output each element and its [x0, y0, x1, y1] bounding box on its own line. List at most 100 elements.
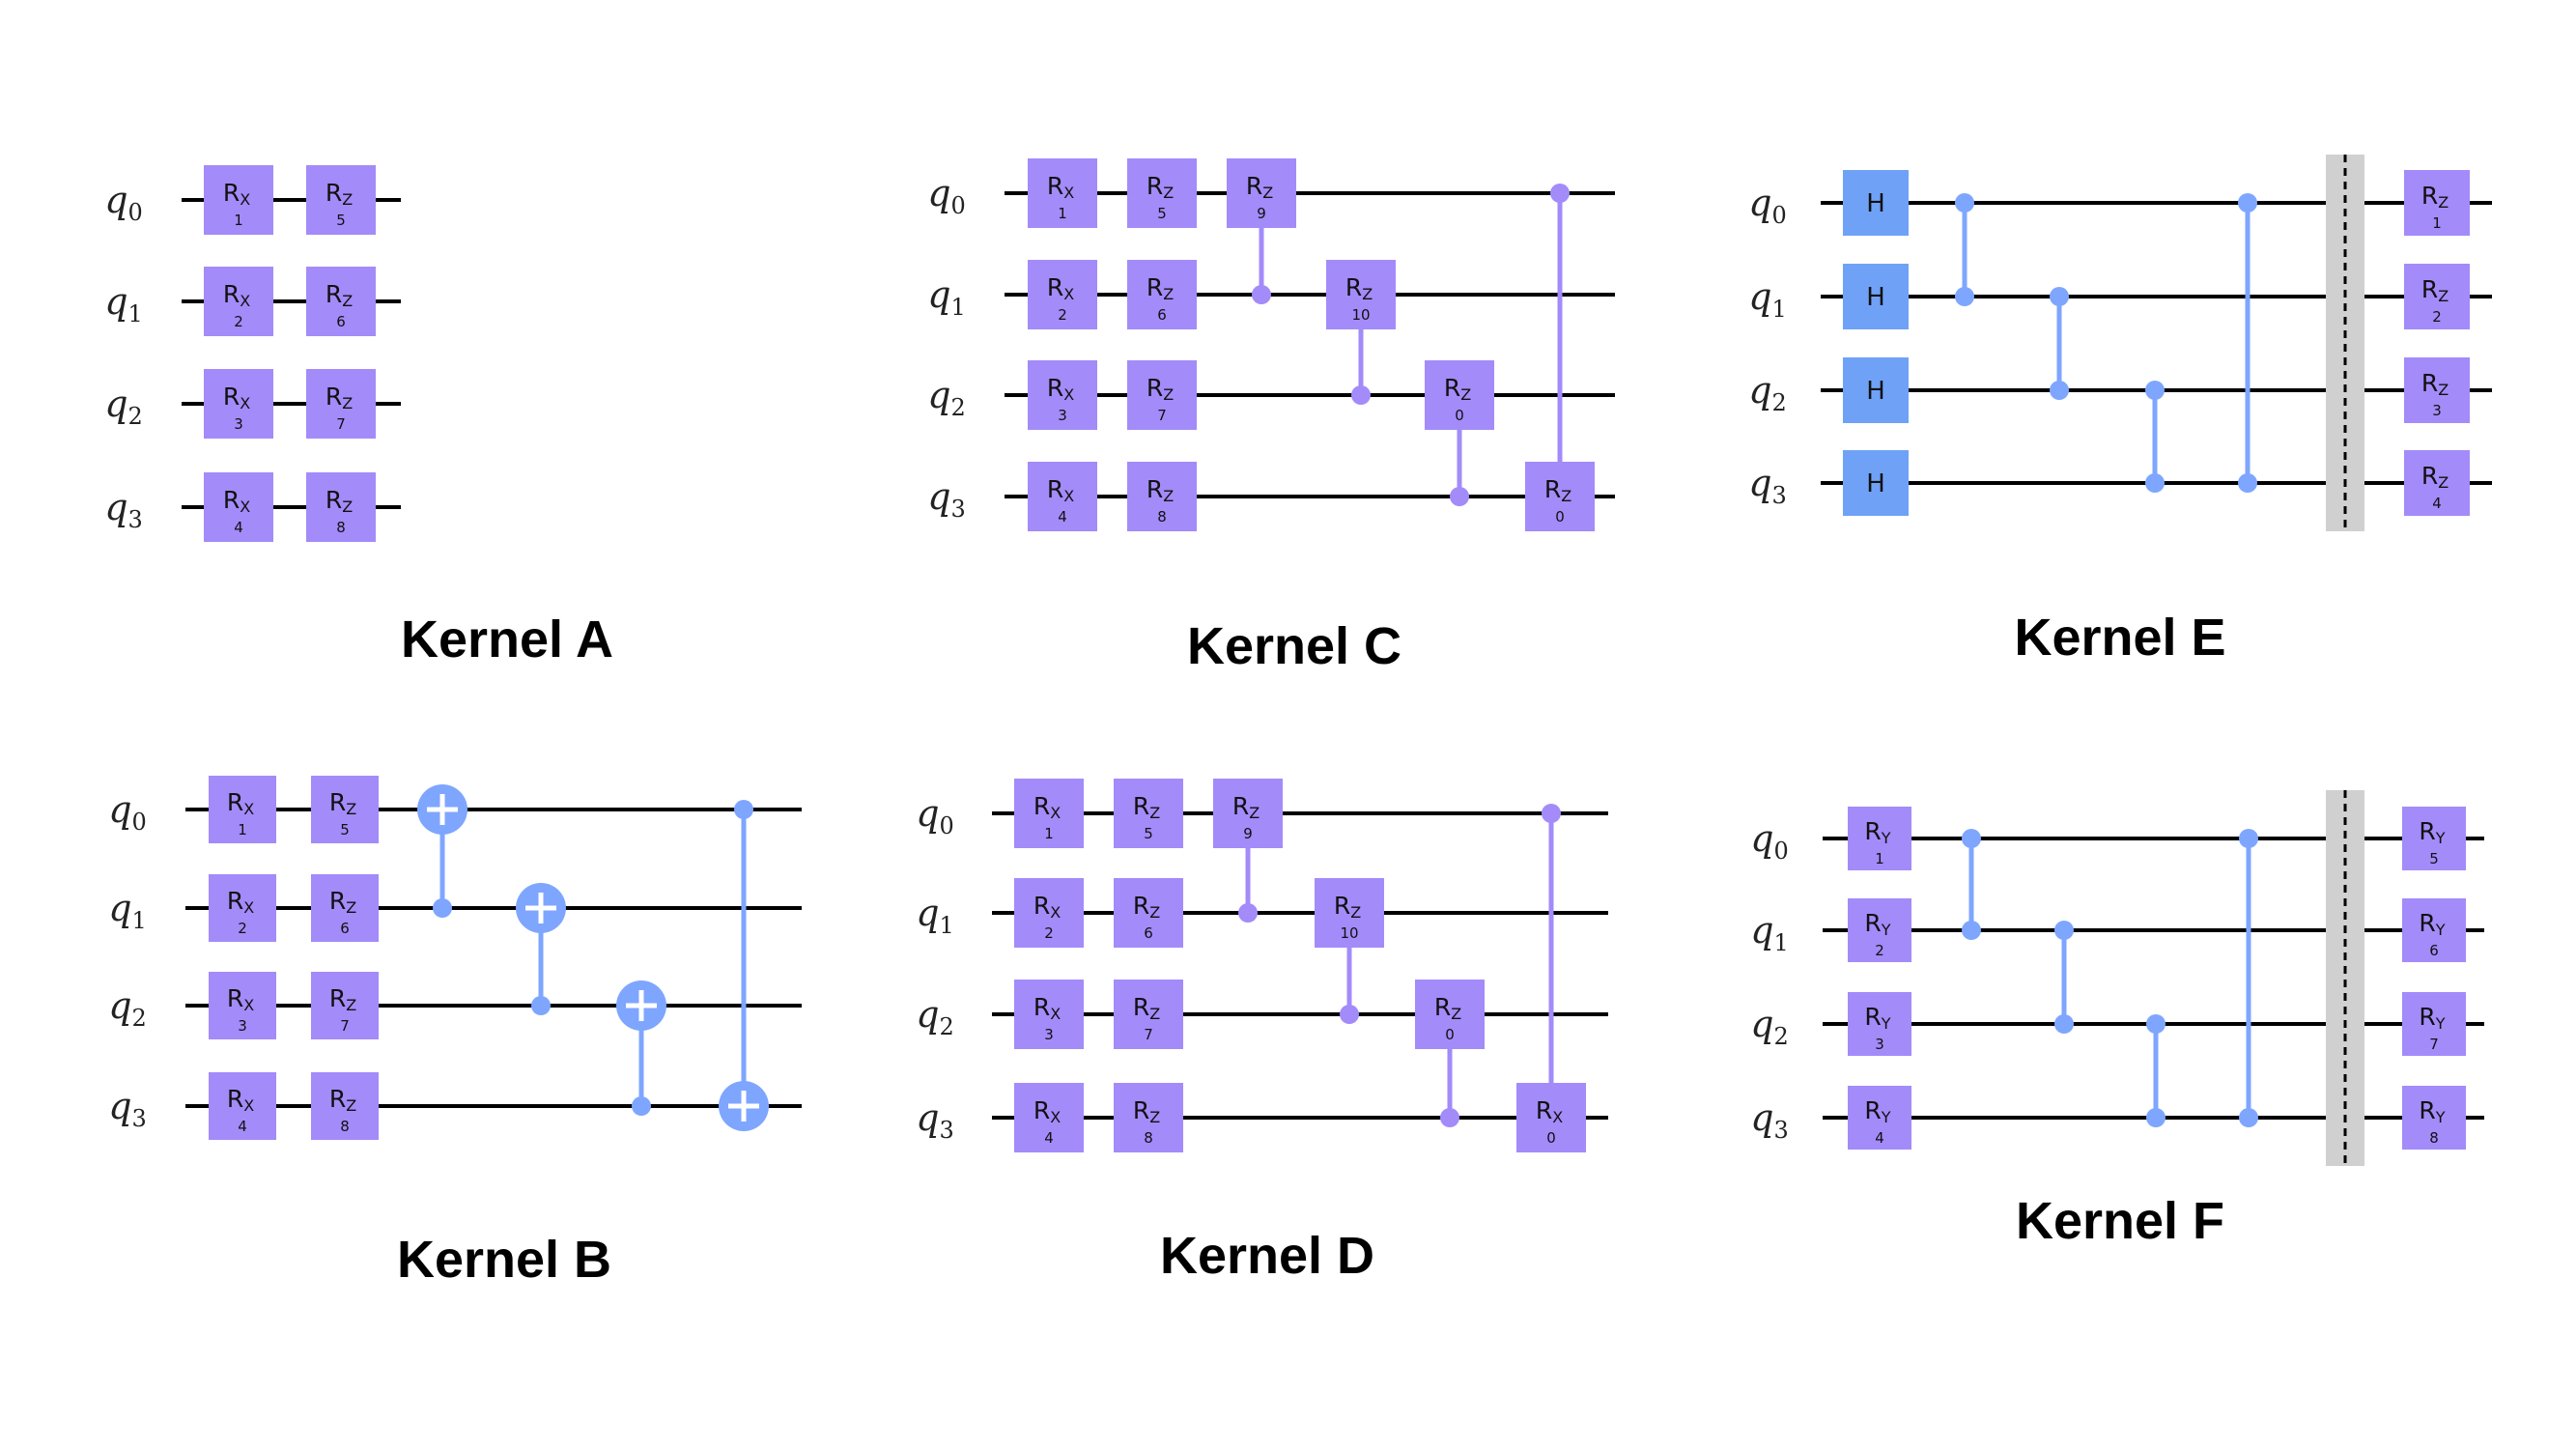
rotation-gate [1014, 980, 1084, 1049]
qubit-index: 1 [951, 294, 966, 321]
qubit-index: 0 [940, 812, 954, 839]
qubit-index: 3 [132, 1105, 147, 1132]
qubit-label: q2 [1748, 369, 1787, 416]
rotation-axis: X [240, 292, 250, 310]
qubit-label: q0 [1748, 182, 1787, 229]
rotation-axis: Z [346, 1096, 356, 1115]
rotation-axis: X [240, 497, 250, 516]
rotation-gate-label: RX [1033, 993, 1061, 1023]
qubit-index: 0 [132, 809, 147, 836]
kernel-panel-c: q0q1q2q3RX1RX2RX3RX4RZ5RZ6RZ7RZ8RZ9RZ10R… [927, 158, 1615, 675]
qubit-index: 2 [1772, 389, 1787, 416]
rotation-axis: Z [1362, 285, 1373, 303]
cz-dot [2238, 193, 2257, 213]
rotation-parameter: 7 [340, 1017, 350, 1035]
rotation-axis: Z [1561, 487, 1571, 505]
cz-dot [1962, 829, 1981, 848]
rotation-gate [1525, 462, 1595, 531]
rotation-axis: Z [346, 800, 356, 818]
rotation-parameter: 2 [234, 313, 243, 330]
rotation-gate [1127, 260, 1197, 329]
rotation-axis: X [240, 190, 250, 209]
rotation-axis: Z [2438, 193, 2449, 212]
qubit-index: 1 [940, 912, 954, 939]
rotation-parameter: 8 [340, 1118, 350, 1135]
kernel-panel-d: q0q1q2q3RX1RX2RX3RX4RZ5RZ6RZ7RZ8RZ9RZ10R… [916, 779, 1608, 1285]
control-dot [1450, 487, 1469, 506]
cz-dot [2239, 829, 2258, 848]
hadamard-gate [1843, 170, 1909, 236]
rotation-gate [2404, 264, 2470, 329]
rotation-gate [1315, 878, 1384, 948]
cz-dot [2054, 921, 2074, 940]
qubit-label: q1 [1750, 909, 1789, 956]
rotation-axis: X [243, 800, 254, 818]
rotation-gate [306, 267, 376, 336]
rotation-axis: Z [2438, 381, 2449, 399]
hadamard-label: H [1866, 469, 1885, 498]
rotation-parameter: 1 [234, 212, 243, 229]
rotation-axis: X [1552, 1108, 1563, 1126]
rotation-gate [1014, 878, 1084, 948]
rotation-gate [1127, 360, 1197, 430]
qubit-label: q3 [108, 1085, 147, 1132]
control-dot [1252, 285, 1271, 304]
hadamard-label: H [1866, 189, 1885, 218]
qubit-label: q0 [104, 179, 143, 226]
qubit-label: q2 [108, 984, 147, 1032]
rotation-gate [1127, 158, 1197, 228]
kernel-title: Kernel F [2016, 1192, 2224, 1250]
rotation-parameter: 10 [1340, 924, 1358, 942]
rotation-gate [1014, 779, 1084, 848]
rotation-axis: Z [1149, 903, 1160, 922]
qubit-index: 3 [1772, 482, 1787, 509]
rotation-axis: X [243, 898, 254, 917]
rotation-gate [1114, 980, 1183, 1049]
rotation-parameter: 2 [1058, 306, 1067, 324]
rotation-axis: Y [2435, 829, 2446, 847]
rotation-axis: Y [1881, 921, 1891, 939]
qubit-index: 0 [128, 199, 143, 226]
rotation-axis: X [1063, 184, 1074, 202]
rotation-gate [209, 776, 276, 843]
rotation-gate [2402, 807, 2466, 870]
rotation-parameter: 3 [2432, 402, 2442, 419]
rotation-gate [1326, 260, 1396, 329]
rotation-gate-label: RY [1864, 909, 1890, 939]
control-dot [1238, 903, 1258, 923]
rotation-gate [311, 874, 379, 942]
rotation-gate [306, 472, 376, 542]
rotation-parameter: 7 [2429, 1036, 2439, 1053]
qubit-label: q1 [104, 280, 143, 327]
rotation-gate [204, 165, 273, 235]
rotation-parameter: 8 [336, 519, 346, 536]
rotation-parameter: 3 [1044, 1026, 1054, 1043]
qubit-index: 1 [128, 300, 143, 327]
rotation-parameter: 4 [1875, 1129, 1884, 1147]
cnot-control-dot [433, 898, 452, 918]
rotation-parameter: 5 [336, 212, 346, 229]
rotation-parameter: 2 [1875, 942, 1884, 959]
rotation-gate-label: RZ [326, 383, 353, 412]
rotation-parameter: 1 [2432, 214, 2442, 232]
rotation-parameter: 0 [1455, 407, 1464, 424]
rotation-axis: Y [2435, 921, 2446, 939]
rotation-gate [311, 1072, 379, 1140]
hadamard-label: H [1866, 283, 1885, 312]
rotation-axis: X [1063, 285, 1074, 303]
rotation-gate [1848, 807, 1911, 870]
rotation-axis: Z [346, 898, 356, 917]
rotation-parameter: 6 [2429, 942, 2439, 959]
rotation-parameter: 2 [1044, 924, 1054, 942]
qubit-label: q1 [927, 273, 966, 321]
qubit-index: 3 [1774, 1117, 1789, 1144]
rotation-parameter: 8 [1144, 1129, 1153, 1147]
kernel-title: Kernel A [401, 611, 613, 668]
rotation-axis: Z [1163, 487, 1174, 505]
rotation-parameter: 7 [1157, 407, 1167, 424]
rotation-gate [1848, 898, 1911, 962]
rotation-axis: X [240, 394, 250, 412]
